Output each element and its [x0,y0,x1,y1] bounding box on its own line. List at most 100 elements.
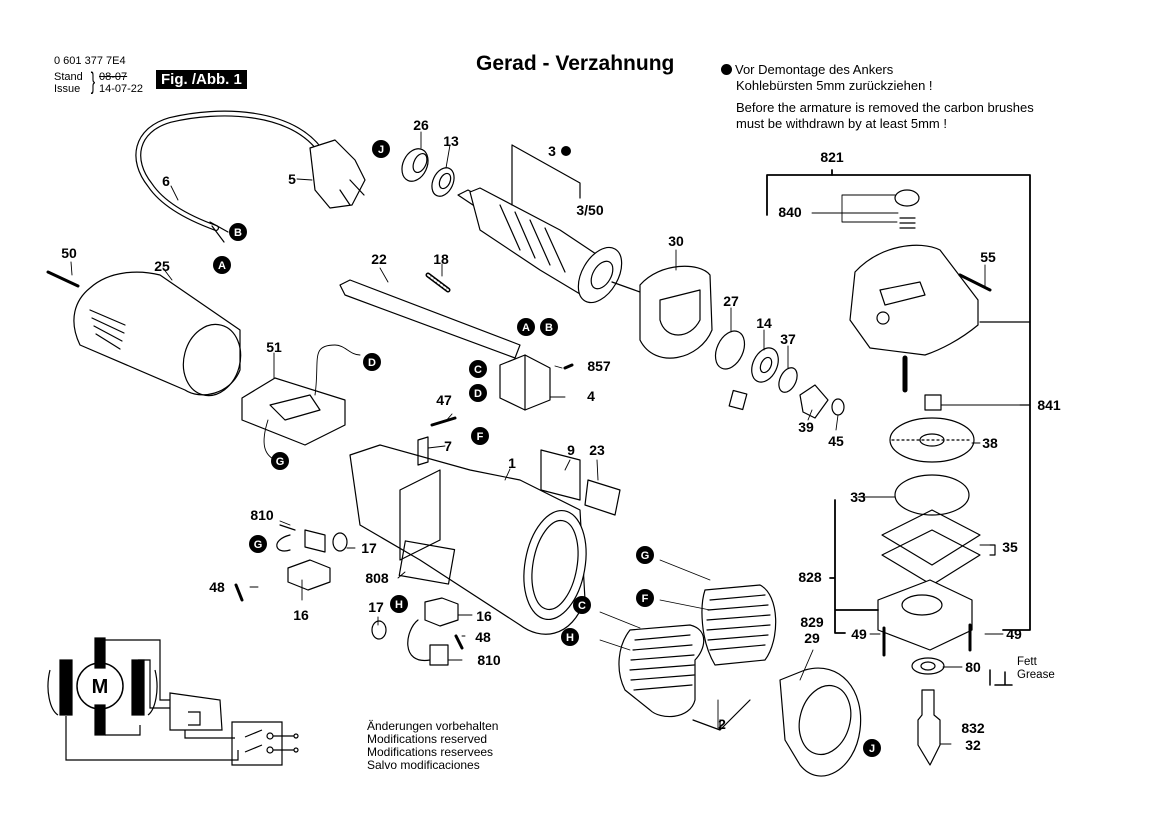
connector-letter: J [869,743,875,755]
brush-holder-16b [424,597,459,627]
armature-note-marker [561,146,571,156]
switch-4 [499,354,551,411]
part-number-55: 55 [980,249,996,265]
field-winding-left [59,659,73,716]
connector-letter: G [641,550,650,562]
mods-fr: Modifications reservees [367,745,494,759]
field-winding-right [131,659,145,716]
stand-date: 08-07 [99,71,128,83]
part-number-857: 857 [587,358,611,374]
field-coil-back [701,584,777,666]
bearing-flange [877,579,973,651]
part-number-3/50: 3/50 [576,202,603,218]
label-plate-9 [540,449,581,501]
spring-840 [899,217,916,229]
part-number-51: 51 [266,339,282,355]
brace-symbol: } [90,68,96,95]
part-number-2: 2 [718,716,726,732]
wheel-guard [779,667,862,777]
part-number-810: 810 [477,652,501,668]
connector-badge-G: G [249,535,267,553]
part-number-840: 840 [778,204,802,220]
connector-letter: H [395,599,403,611]
connector-badge-B: B [540,318,558,336]
brush-bottom [94,704,106,736]
grease-en: Grease [1017,669,1055,681]
part-number-30: 30 [668,233,684,249]
leader-lines [70,131,1023,745]
bracket-7 [417,436,429,466]
brush-holder-16 [287,559,331,591]
insulating-plate-808 [398,540,456,585]
screw-47 [430,416,457,427]
connector-badge-G: G [271,452,289,470]
note-en-line1: Before the armature is removed the carbo… [736,100,1034,115]
screw-48b [454,634,464,650]
carbon-brush-810 [276,524,296,552]
connector-letter: C [578,600,586,612]
bearing-26 [401,148,429,182]
figure-label: Fig. /Abb. 1 [156,70,247,89]
field-coil-front [618,624,705,718]
mods-en: Modifications reserved [367,732,488,746]
part-number-27: 27 [723,293,739,309]
connector-badge-C: C [573,596,591,614]
gear-housing [849,244,979,356]
part-number-17: 17 [368,599,384,615]
part-number-33: 33 [850,489,866,505]
connector-badge-C: C [469,360,487,378]
cap-840 [894,189,920,207]
brush-top [94,637,106,669]
part-number-49: 49 [851,626,867,642]
bushing-841 [924,394,942,411]
part-number-810: 810 [250,507,274,523]
part-number-35: 35 [1002,539,1018,555]
bracket-821 [766,174,1031,631]
part-number-23: 23 [589,442,605,458]
part-number-829: 829 [800,614,824,630]
part-number-25: 25 [154,258,170,274]
coil-leads [599,559,711,651]
washer-80 [911,657,945,675]
motor-letter: M [92,676,109,698]
part-number-3: 3 [548,143,556,159]
modifications-notice: Änderungen vorbehalten Modifications res… [367,720,498,772]
connector-badge-H: H [561,628,579,646]
part-number-18: 18 [433,251,449,267]
part-number: 0 601 377 7E4 [54,55,126,67]
part-number-13: 13 [443,133,459,149]
bullet-icon [721,64,732,75]
needle-bearing [728,389,748,411]
bevel-gear-38 [889,417,975,463]
connector-badge-A: A [517,318,535,336]
part-number-39: 39 [798,419,814,435]
grease-de: Fett [1017,656,1037,668]
stand-label: Stand [54,71,83,83]
connector-letter: F [477,431,484,443]
electronic-module [241,344,361,461]
mods-de: Änderungen vorbehalten [367,719,499,733]
bearing-14 [751,347,779,383]
part-number-48: 48 [209,579,225,595]
issue-label: Issue [54,83,81,95]
carbon-brush-block [304,529,326,553]
grease-legend: Fett Grease [1017,656,1055,682]
part-number-47: 47 [436,392,452,408]
mains-plug [309,139,366,209]
gasket-35a [881,509,981,566]
part-number-45: 45 [828,433,844,449]
connector-letter: C [474,364,482,376]
part-number-828: 828 [798,569,822,585]
seal-ring-27 [714,330,746,370]
part-number-17: 17 [361,540,377,556]
connector-badge-F: F [471,427,489,445]
housing-cover [73,271,242,397]
part-number-14: 14 [756,315,772,331]
part-number-1: 1 [508,455,516,471]
connector-letter: B [234,227,242,239]
connector-badge-D: D [469,384,487,402]
note-de-line1: Vor Demontage des Ankers [735,62,894,77]
part-number-9: 9 [567,442,575,458]
part-number-6: 6 [162,173,170,189]
